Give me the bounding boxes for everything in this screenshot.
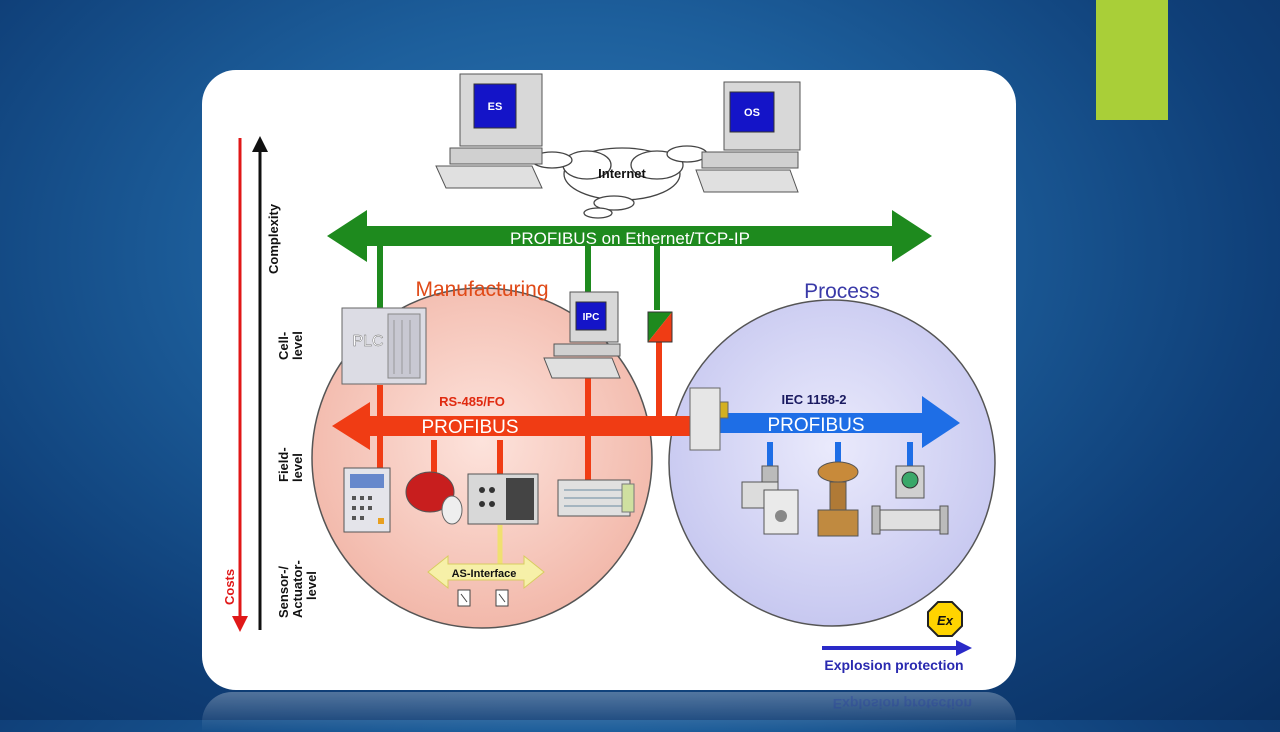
ex-symbol-text: Ex <box>937 613 954 628</box>
segment-coupler-icon <box>689 387 729 451</box>
rs485-label: RS-485/FO <box>439 394 505 409</box>
right-profibus-label: PROFIBUS <box>767 415 864 436</box>
os-monitor-label: OS <box>744 107 760 119</box>
ex-warning-icon <box>927 601 963 637</box>
internet-label: Internet <box>598 166 646 181</box>
profibus-diagram: Manufacturing Process Costs Complexity C… <box>222 73 996 673</box>
explosion-protection-arrow <box>822 640 972 656</box>
flowmeter-icon <box>871 465 949 535</box>
card-reflection: Explosion protection <box>202 692 1016 732</box>
internet-cloud-icon <box>531 145 708 219</box>
costs-arrow <box>232 138 248 632</box>
process-label: Process <box>804 280 880 303</box>
field-level-label: Field- level <box>276 447 305 482</box>
engineering-station-computer-icon <box>435 73 543 189</box>
sensor-actuator-level-label: Sensor-/ Actuator- level <box>276 560 319 618</box>
operator-station-computer-icon <box>695 81 801 193</box>
svg-text:level: level <box>290 453 305 482</box>
svg-text:level: level <box>290 331 305 360</box>
distributed-io-icon <box>557 479 635 517</box>
complexity-label: Complexity <box>266 203 281 274</box>
complexity-arrow <box>252 136 268 630</box>
svg-text:level: level <box>304 571 319 600</box>
manufacturing-label: Manufacturing <box>415 278 548 301</box>
svg-text:Actuator-: Actuator- <box>290 560 305 618</box>
svg-text:Sensor-/: Sensor-/ <box>276 566 291 618</box>
ethernet-bus-label: PROFIBUS on Ethernet/TCP-IP <box>510 229 750 248</box>
control-valve-icon <box>817 461 859 537</box>
drive-motor-icon <box>405 471 463 525</box>
plc-label: PLC <box>352 333 383 350</box>
ipc-monitor-label: IPC <box>583 312 600 323</box>
plc-icon <box>341 307 427 385</box>
io-module-icon <box>467 473 539 525</box>
industrial-pc-icon <box>543 291 621 379</box>
operator-panel-icon <box>343 467 391 533</box>
left-profibus-label: PROFIBUS <box>421 417 518 438</box>
flow-transmitter-icon <box>741 465 799 535</box>
diagram-card: Manufacturing Process Costs Complexity C… <box>202 70 1016 690</box>
cell-level-label: Cell- level <box>276 331 305 360</box>
as-interface-arrow <box>427 554 545 590</box>
profibus-rs485-arrow <box>332 402 692 450</box>
es-monitor-label: ES <box>488 101 503 113</box>
ethernet-bus-arrow <box>327 210 932 262</box>
profibus-iec-arrow <box>712 396 960 448</box>
costs-label: Costs <box>222 569 237 605</box>
svg-text:Cell-: Cell- <box>276 332 291 360</box>
iec-label: IEC 1158-2 <box>781 392 846 407</box>
explosion-protection-label: Explosion protection <box>824 657 963 673</box>
reflection-text: Explosion protection <box>832 696 972 712</box>
accent-bar <box>1096 0 1168 120</box>
link-module-icon <box>647 311 673 343</box>
cell-connectors <box>377 246 662 420</box>
svg-text:Field-: Field- <box>276 447 291 482</box>
asi-sensor-marks <box>460 593 506 603</box>
as-interface-label: AS-Interface <box>452 568 517 580</box>
